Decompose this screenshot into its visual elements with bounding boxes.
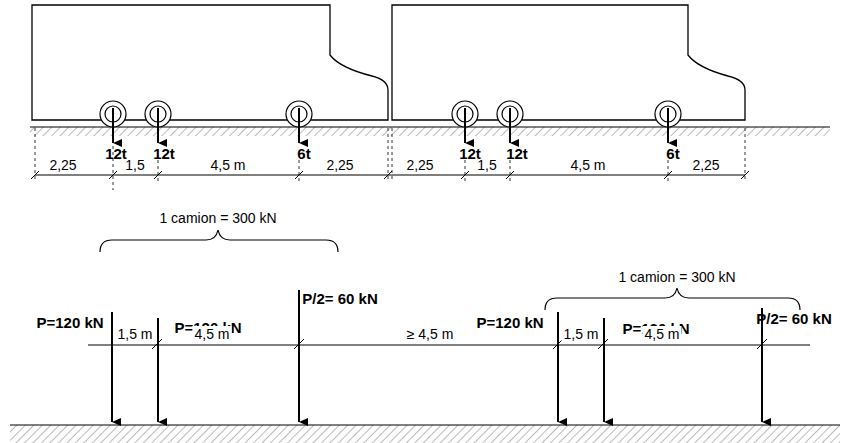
truck-weight: 1 camion = 300 kN — [616, 269, 737, 285]
axle-load: P=120 kN — [34, 314, 105, 331]
dimension: 2,25 — [47, 157, 78, 173]
dimension: 2,25 — [690, 157, 721, 173]
load-label: 12t — [504, 145, 530, 162]
dimension: 2,25 — [324, 157, 355, 173]
dimension: 2,25 — [404, 157, 435, 173]
load-label: 12t — [151, 145, 177, 162]
load-label: 6t — [295, 145, 312, 162]
dimension: ≥ 4,5 m — [405, 326, 456, 342]
dimension: 4,5 m — [642, 326, 681, 342]
dimension: 1,5 — [475, 157, 498, 173]
dimension: 1,5 m — [115, 326, 154, 342]
dimension: 4,5 m — [192, 326, 231, 342]
load-label: 6t — [664, 145, 681, 162]
axle-load: P/2= 60 kN — [300, 290, 379, 307]
dimension: 4,5 m — [568, 157, 607, 173]
load-label: 12t — [103, 145, 129, 162]
dimension: 1,5 m — [561, 326, 600, 342]
axle-load: P/2= 60 kN — [754, 310, 833, 327]
dimension: 4,5 m — [208, 157, 247, 173]
dimension: 1,5 — [123, 157, 146, 173]
axle-load: P=120 kN — [474, 314, 545, 331]
truck-weight: 1 camion = 300 kN — [157, 210, 278, 226]
